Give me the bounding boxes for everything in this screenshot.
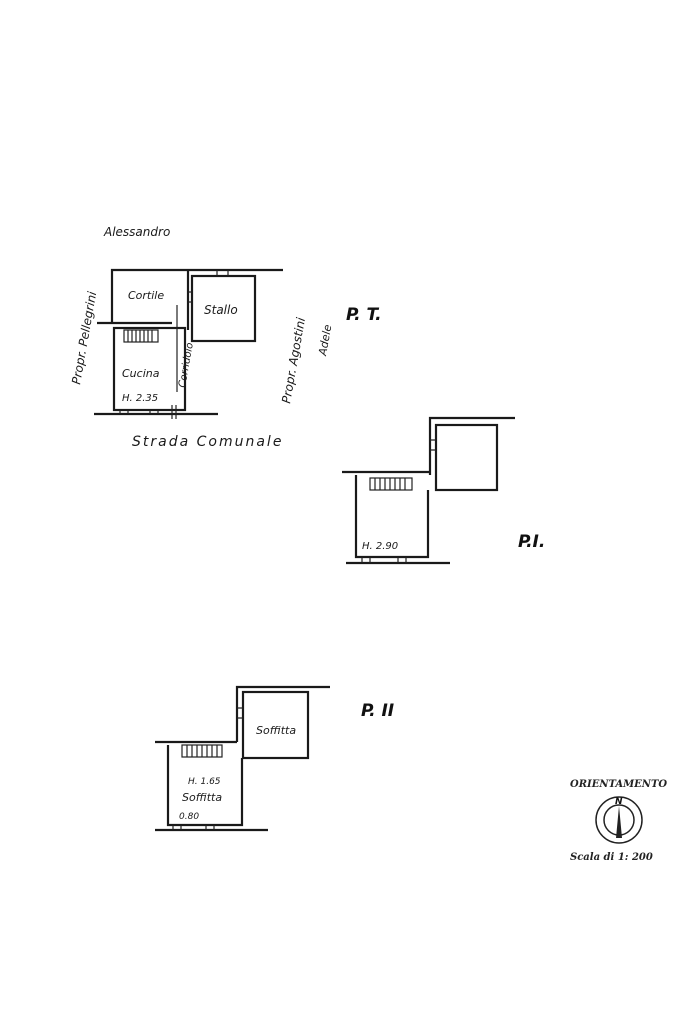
north-neighbor: Alessandro bbox=[103, 225, 170, 239]
second-floor-plan: Soffitta H. 1.65 Soffitta 0.80 P. II bbox=[155, 685, 394, 832]
second-floor-height: H. 1.65 bbox=[188, 777, 221, 787]
stairs bbox=[369, 477, 413, 491]
scale-label: Scala di 1: 200 bbox=[570, 852, 653, 863]
stairs bbox=[181, 744, 223, 758]
east-neighbor-2: Adele bbox=[316, 323, 334, 357]
first-floor-height: H. 2.90 bbox=[362, 541, 398, 552]
courtyard-wall bbox=[110, 268, 283, 323]
first-floor-plan: H. 2.90 P.I. bbox=[342, 416, 545, 565]
upper-room bbox=[434, 423, 499, 492]
min-height: 0.80 bbox=[179, 812, 199, 822]
stairs bbox=[123, 329, 159, 343]
first-floor-title: P.I. bbox=[518, 532, 545, 552]
door-marks bbox=[119, 405, 177, 419]
lower-room bbox=[354, 475, 430, 559]
north-letter: N bbox=[615, 797, 623, 807]
east-neighbor: Propr. Agostini bbox=[279, 316, 308, 405]
lower-attic-label: Soffitta bbox=[182, 791, 222, 804]
ground-floor-plan: Alessandro Propr. Pellegrini Propr. Agos… bbox=[69, 225, 381, 450]
north-compass-icon: N bbox=[595, 796, 643, 844]
courtyard-label: Cortile bbox=[128, 289, 164, 302]
stable-room bbox=[190, 274, 257, 343]
upper-outer-wall bbox=[235, 685, 330, 742]
lower-attic-room bbox=[166, 745, 244, 827]
window-marks bbox=[188, 270, 229, 303]
legend: ORIENTAMENTO N Scala di 1: 200 bbox=[570, 779, 667, 863]
stable-label: Stallo bbox=[204, 303, 238, 317]
window-marks bbox=[361, 439, 436, 563]
street-label: Strada Comunale bbox=[132, 434, 283, 450]
upper-attic-label: Soffitta bbox=[256, 724, 296, 737]
corridor-label: Corridoio bbox=[177, 342, 196, 389]
west-neighbor: Propr. Pellegrini bbox=[69, 290, 99, 386]
ground-floor-title: P. T. bbox=[346, 305, 382, 325]
ground-height: H. 2.35 bbox=[122, 393, 158, 404]
window-marks bbox=[172, 707, 243, 830]
orientation-label: ORIENTAMENTO bbox=[570, 779, 667, 790]
kitchen-label: Cucina bbox=[122, 367, 160, 380]
upper-outer-wall bbox=[428, 416, 515, 475]
second-floor-title: P. II bbox=[361, 701, 394, 721]
upper-attic-room bbox=[241, 690, 310, 760]
